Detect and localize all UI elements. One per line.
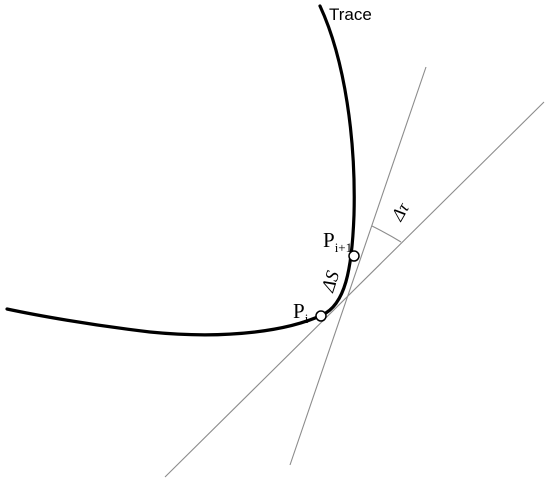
point-pi [315, 310, 327, 322]
point-pi-subscript: i [305, 311, 309, 326]
tangent-line-pi1 [289, 66, 427, 466]
point-pi1-base: P [323, 228, 335, 252]
point-pi-label: Pi [293, 299, 309, 326]
point-pi1-subscript: i+1 [335, 240, 352, 255]
trace-label: Trace [329, 5, 372, 24]
angle-arc [371, 225, 402, 243]
trace-curve [5, 4, 356, 337]
point-pi1-label: Pi+1 [323, 228, 352, 255]
angle-label: Δτ [387, 199, 414, 225]
tangent-line-pi [164, 101, 545, 478]
arc-length-label: ΔS [317, 268, 344, 296]
point-pi1 [348, 250, 360, 262]
point-pi-base: P [293, 299, 305, 323]
